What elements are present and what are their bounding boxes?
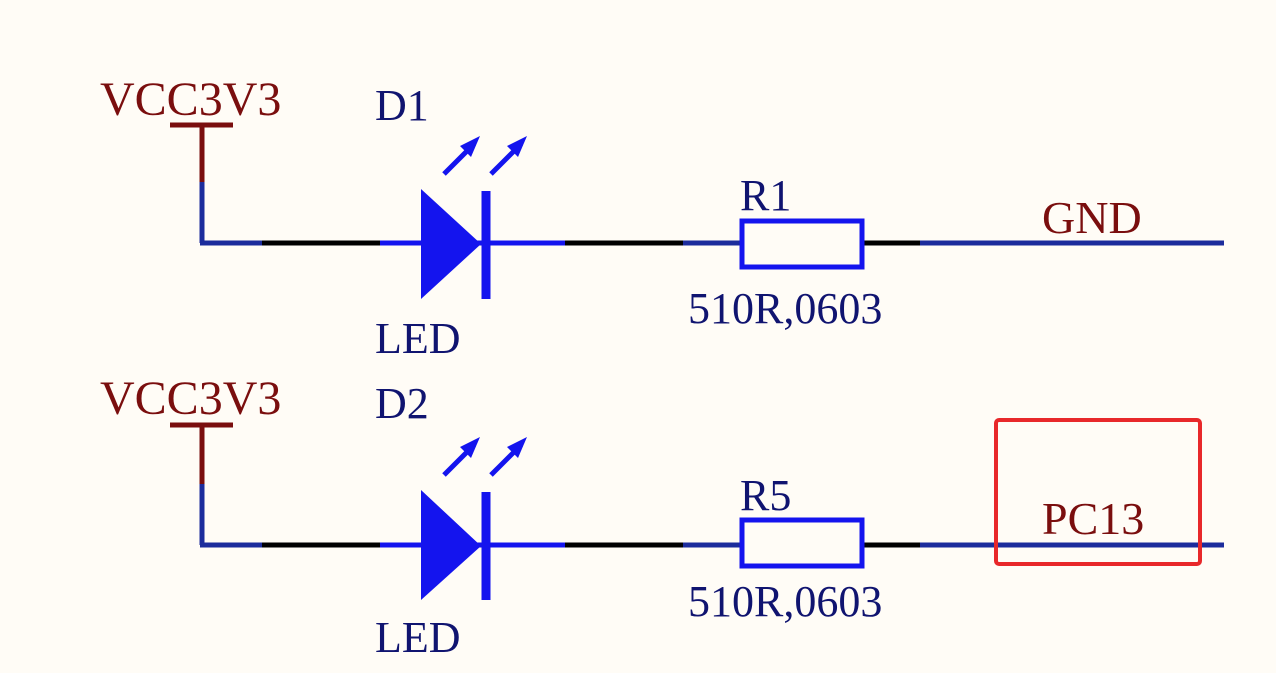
net-label: PC13 <box>1042 493 1144 544</box>
led-designator: D2 <box>375 379 429 428</box>
resistor-value: 510R,0603 <box>688 577 882 626</box>
led-value: LED <box>375 613 461 662</box>
led-value: LED <box>375 314 461 363</box>
led-designator: D1 <box>375 81 429 130</box>
highlight-box <box>994 418 1202 566</box>
resistor-box-icon <box>739 218 865 270</box>
circuit-row-2: VCC3V3 D2 LED R5 510R,0603 PC13 <box>100 372 1224 662</box>
power-label: VCC3V3 <box>100 372 281 425</box>
led-diode-icon <box>421 437 527 600</box>
power-port-icon <box>170 122 233 243</box>
resistor-designator: R5 <box>740 471 791 520</box>
resistor-box-icon <box>739 517 865 569</box>
resistor-designator: R1 <box>740 171 791 220</box>
circuit-row-1: VCC3V3 D1 LED R1 510R,0603 GND <box>100 73 1224 363</box>
net-label: GND <box>1042 192 1142 243</box>
led-diode-icon <box>421 136 527 299</box>
power-label: VCC3V3 <box>100 73 281 126</box>
resistor-value: 510R,0603 <box>688 284 882 333</box>
power-port-icon <box>170 422 233 545</box>
